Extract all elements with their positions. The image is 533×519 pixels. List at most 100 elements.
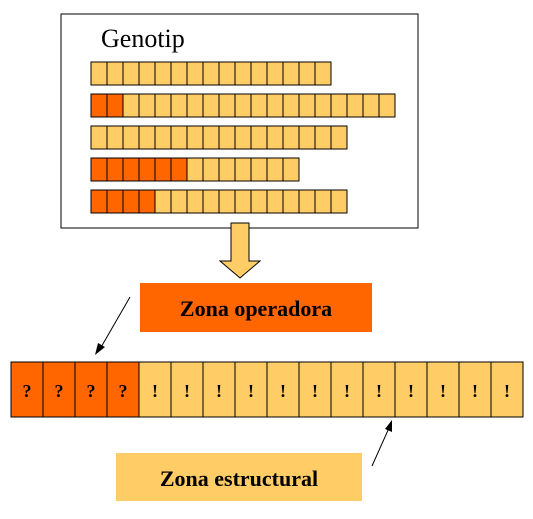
structural-gene-cell [266, 61, 284, 86]
down-arrow-icon [218, 222, 262, 279]
structural-gene-cell [186, 189, 204, 214]
structural-symbol: ! [472, 381, 478, 401]
structural-gene-cell [314, 61, 332, 86]
structural-symbol: ! [152, 381, 158, 401]
structural-symbol: ! [440, 381, 446, 401]
structural-gene-cell [138, 125, 156, 150]
operator-gene-cell [106, 157, 124, 182]
structural-gene-cell [170, 189, 188, 214]
structural-gene-cell [186, 61, 204, 86]
structural-gene-cell [154, 125, 172, 150]
structural-gene-cell [362, 93, 380, 118]
structural-gene-cell [298, 125, 316, 150]
operator-gene-cell [122, 157, 140, 182]
genotype-row [90, 125, 348, 150]
operator-gene-cell [122, 189, 140, 214]
operator-symbol: ? [87, 381, 96, 401]
structural-gene-cell [170, 93, 188, 118]
structural-gene-cell [170, 61, 188, 86]
structural-gene-cell [186, 93, 204, 118]
operator-gene-cell [42, 361, 76, 418]
structural-gene-cell [218, 157, 236, 182]
structural-gene-cell [266, 93, 284, 118]
structural-gene-cell [394, 361, 428, 418]
structural-gene-cell [330, 361, 364, 418]
operator-gene-cell [106, 93, 124, 118]
structural-gene-cell [106, 125, 124, 150]
structural-gene-cell [298, 361, 332, 418]
structural-gene-cell [250, 61, 268, 86]
operator-symbol: ? [23, 381, 32, 401]
structural-gene-cell [250, 125, 268, 150]
structural-gene-cell [234, 189, 252, 214]
structural-gene-cell [282, 61, 300, 86]
structural-gene-cell [314, 93, 332, 118]
structural-gene-cell [250, 93, 268, 118]
structural-gene-cell [314, 189, 332, 214]
structural-gene-cell [218, 93, 236, 118]
structural-gene-cell [282, 189, 300, 214]
structural-gene-cell [202, 157, 220, 182]
structural-gene-cell [186, 125, 204, 150]
structural-gene-cell [154, 61, 172, 86]
structural-gene-cell [234, 61, 252, 86]
structural-gene-cell [186, 157, 204, 182]
operator-pointer-line [99, 296, 131, 350]
structural-gene-cell [138, 61, 156, 86]
operator-gene-cell [74, 361, 108, 418]
structural-gene-cell [298, 93, 316, 118]
structural-gene-cell [282, 157, 300, 182]
structural-gene-cell [218, 125, 236, 150]
structural-gene-cell [138, 93, 156, 118]
structural-symbol: ! [408, 381, 414, 401]
operator-gene-cell [170, 157, 188, 182]
structural-gene-cell [330, 125, 348, 150]
structural-gene-cell [314, 125, 332, 150]
structural-gene-cell [330, 189, 348, 214]
genotype-title: Genotip [101, 24, 185, 53]
operator-symbol: ? [119, 381, 128, 401]
operator-gene-cell [90, 189, 108, 214]
structural-gene-cell [282, 93, 300, 118]
structural-gene-cell [234, 93, 252, 118]
structural-gene-cell [250, 189, 268, 214]
structural-gene-cell [234, 125, 252, 150]
structural-gene-cell [202, 61, 220, 86]
structural-gene-cell [458, 361, 492, 418]
structural-gene-cell [362, 361, 396, 418]
structural-zone-label-box: Zona estructural [116, 453, 362, 501]
structural-symbol: ! [344, 381, 350, 401]
genotype-row [90, 189, 348, 214]
operator-zone-label-box: Zona operadora [140, 283, 372, 332]
structural-gene-cell [122, 61, 140, 86]
structural-gene-cell [218, 189, 236, 214]
structural-gene-cell [266, 189, 284, 214]
structural-gene-cell [266, 157, 284, 182]
structural-gene-cell [490, 361, 524, 418]
structural-symbol: ! [216, 381, 222, 401]
structural-gene-cell [298, 61, 316, 86]
structural-gene-cell [250, 157, 268, 182]
structural-pointer-line [371, 427, 390, 467]
structural-gene-cell [154, 93, 172, 118]
structural-gene-cell [266, 125, 284, 150]
operator-gene-cell [90, 157, 108, 182]
structural-gene-cell [122, 93, 140, 118]
structural-symbol: ! [376, 381, 382, 401]
gene-strip: ????!!!!!!!!!!!! [10, 361, 524, 418]
genotype-row [90, 157, 300, 182]
operator-gene-cell [90, 93, 108, 118]
structural-gene-cell [218, 61, 236, 86]
structural-gene-cell [202, 125, 220, 150]
operator-zone-background [140, 283, 372, 332]
operator-pointer-arrowhead-icon [95, 343, 105, 355]
genotype-rows [90, 61, 396, 214]
structural-gene-cell [90, 61, 108, 86]
structural-zone-background [116, 453, 362, 501]
structural-pointer-arrowhead-icon [385, 420, 392, 432]
genotype-panel: Genotip [60, 13, 419, 229]
structural-symbol: ! [248, 381, 254, 401]
structural-gene-cell [378, 93, 396, 118]
operator-symbol: ? [55, 381, 64, 401]
